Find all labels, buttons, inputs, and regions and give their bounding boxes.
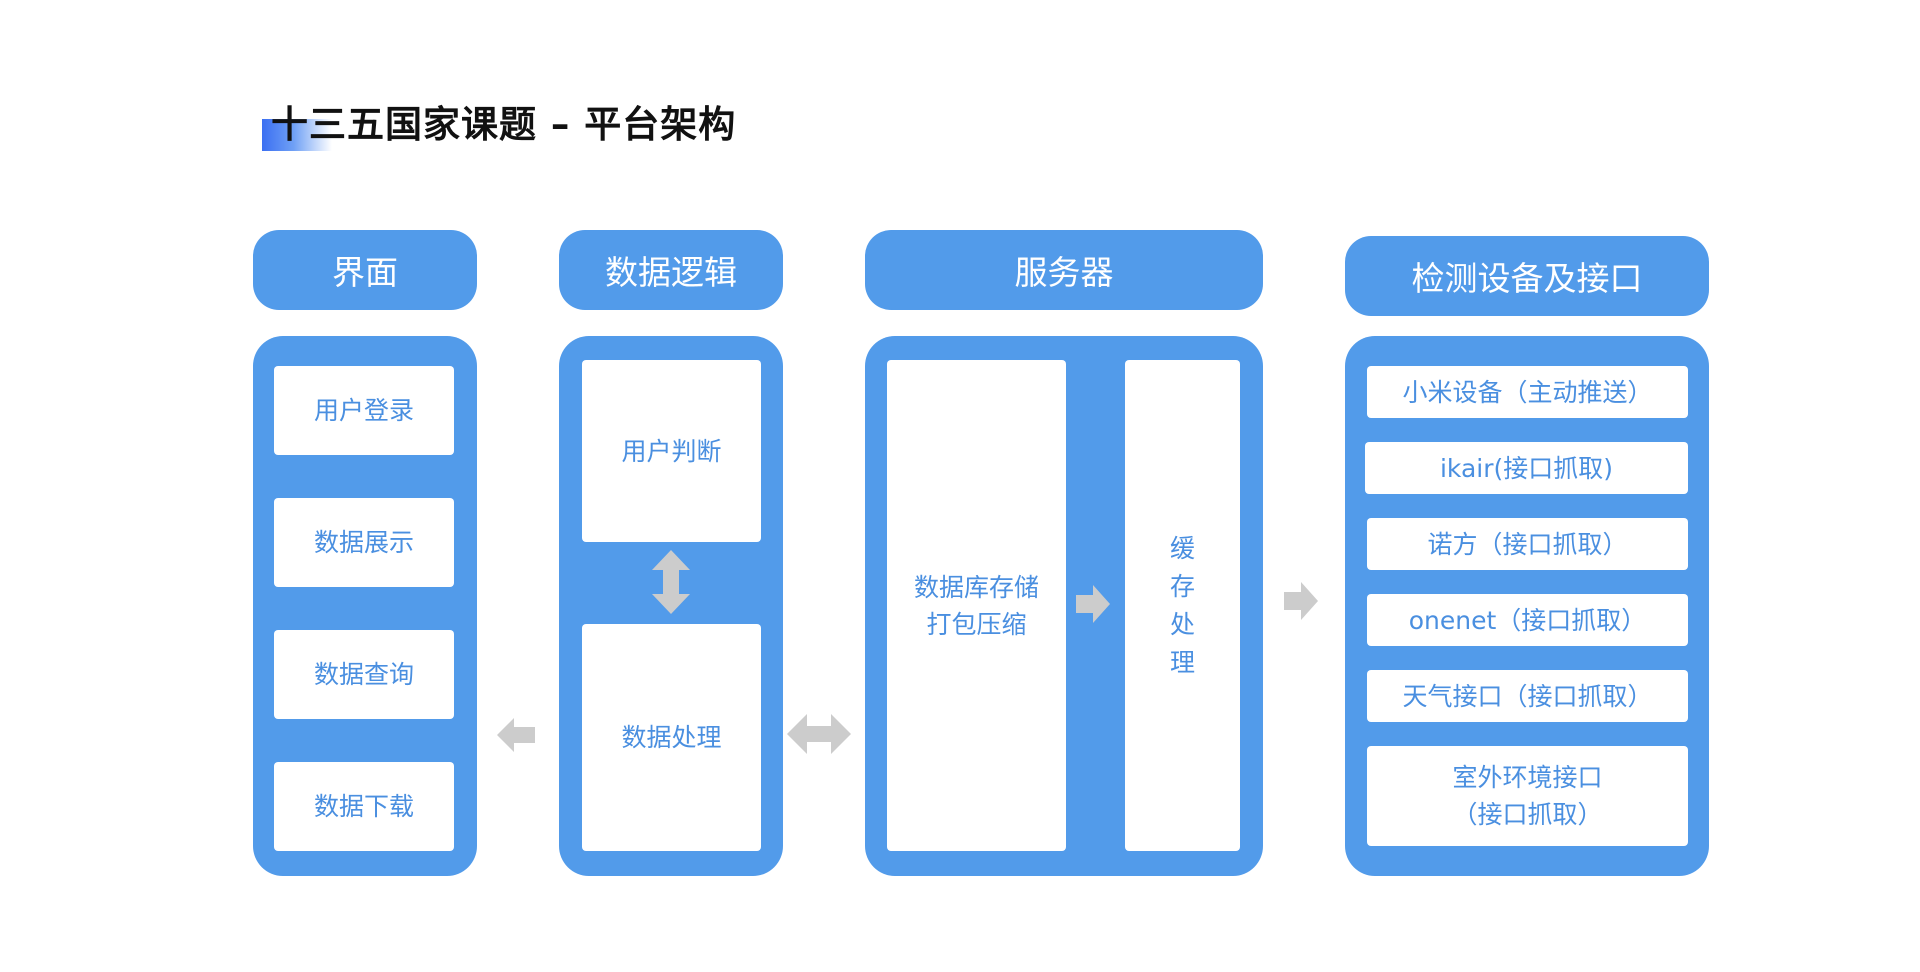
arrow-left-icon — [497, 718, 535, 752]
title-accent-bar — [262, 119, 332, 151]
card-cache-processing[interactable]: 缓 存 处 理 — [1125, 360, 1240, 851]
card-onenet[interactable]: onenet（接口抓取） — [1367, 594, 1688, 646]
header-server: 服务器 — [865, 230, 1263, 310]
panel-devices: 小米设备（主动推送） ikair(接口抓取) 诺方（接口抓取） onenet（接… — [1345, 336, 1709, 876]
panel-ui: 用户登录 数据展示 数据查询 数据下载 — [253, 336, 477, 876]
header-ui: 界面 — [253, 230, 477, 310]
card-data-query[interactable]: 数据查询 — [274, 630, 454, 719]
card-data-download[interactable]: 数据下载 — [274, 762, 454, 851]
card-data-display[interactable]: 数据展示 — [274, 498, 454, 587]
arrow-left-right-icon — [787, 714, 851, 754]
card-weather-api[interactable]: 天气接口（接口抓取） — [1367, 670, 1688, 722]
card-data-processing[interactable]: 数据处理 — [582, 624, 761, 851]
card-outdoor-env-api[interactable]: 室外环境接口 （接口抓取） — [1367, 746, 1688, 846]
card-user-login[interactable]: 用户登录 — [274, 366, 454, 455]
panel-server: 数据库存储 打包压缩 缓 存 处 理 — [865, 336, 1263, 876]
header-devices: 检测设备及接口 — [1345, 236, 1709, 316]
card-ikair[interactable]: ikair(接口抓取) — [1365, 442, 1688, 494]
arrow-right-icon — [1076, 585, 1110, 623]
arrow-right-icon — [1284, 582, 1318, 620]
card-database-storage[interactable]: 数据库存储 打包压缩 — [887, 360, 1066, 851]
card-xiaomi-device[interactable]: 小米设备（主动推送） — [1367, 366, 1688, 418]
page-title: 十三五国家课题 – 平台架构 — [271, 103, 737, 146]
card-nuofang[interactable]: 诺方（接口抓取） — [1367, 518, 1688, 570]
card-user-judgement[interactable]: 用户判断 — [582, 360, 761, 542]
arrow-up-down-icon — [652, 550, 690, 614]
header-logic: 数据逻辑 — [559, 230, 783, 310]
